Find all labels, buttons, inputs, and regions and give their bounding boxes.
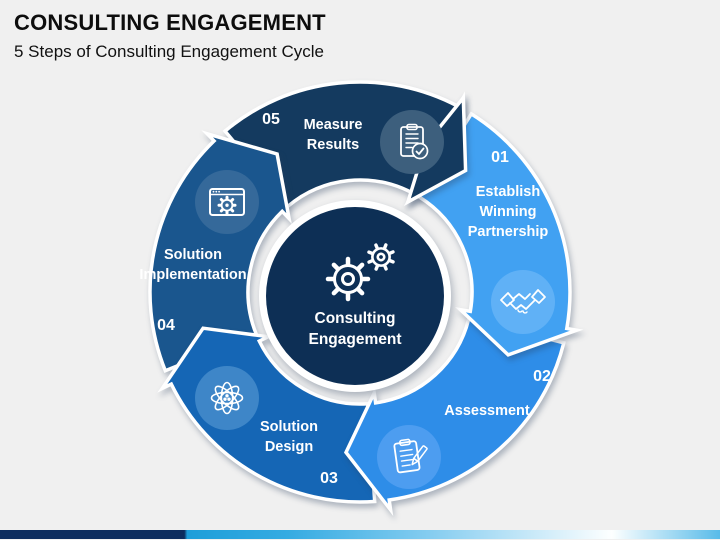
clipboard-pencil-icon bbox=[393, 438, 428, 474]
step-05-number: 05 bbox=[262, 111, 280, 128]
slide-subtitle: 5 Steps of Consulting Engagement Cycle bbox=[14, 42, 324, 61]
slide-title: CONSULTING ENGAGEMENT bbox=[14, 10, 326, 35]
step-03-badge bbox=[195, 366, 259, 430]
step-04-label: Solution Implementation bbox=[139, 247, 247, 283]
center-label: Consulting Engagement bbox=[308, 310, 402, 348]
handshake-icon bbox=[500, 289, 546, 314]
step-03-label: Solution Design bbox=[260, 419, 318, 455]
step-04-number: 04 bbox=[157, 317, 175, 334]
step-02-label: Assessment bbox=[444, 403, 530, 419]
footer-accent-bar bbox=[0, 530, 720, 539]
atom-icon bbox=[210, 381, 244, 415]
step-05-label: Measure Results bbox=[303, 117, 363, 153]
step-03-number: 03 bbox=[320, 470, 338, 487]
gears-icon bbox=[325, 243, 395, 302]
step-01-badge bbox=[491, 270, 555, 334]
window-gear-icon bbox=[209, 188, 245, 216]
center-circle bbox=[266, 207, 444, 385]
step-05-badge bbox=[380, 110, 444, 174]
step-01-number: 01 bbox=[491, 149, 509, 166]
step-02-badge bbox=[377, 425, 441, 489]
step-02-number: 02 bbox=[533, 368, 551, 385]
step-01-label: Establish Winning Partnership bbox=[467, 184, 549, 240]
clipboard-check-icon bbox=[400, 123, 429, 160]
